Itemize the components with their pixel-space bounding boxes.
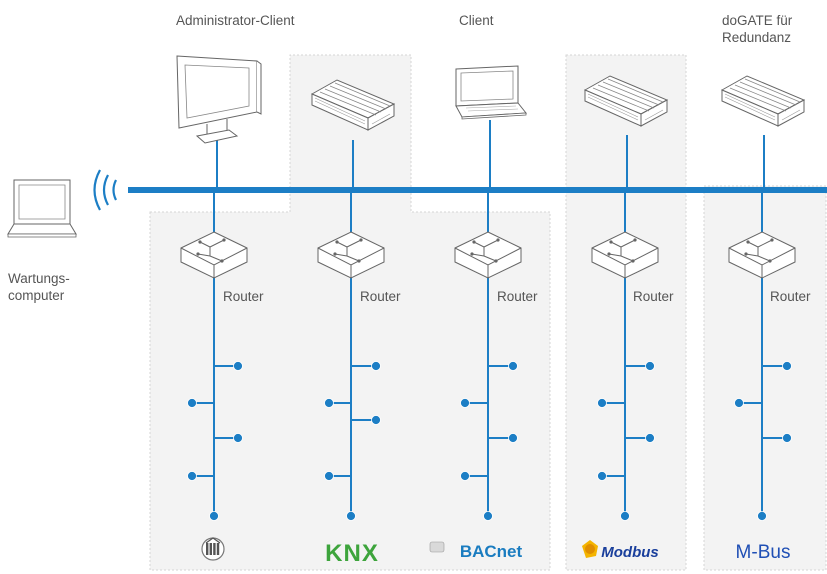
laptop-icon (455, 65, 527, 120)
router-label: Router (223, 289, 264, 304)
router-label: Router (497, 289, 538, 304)
bacnet-logo: BACnet (429, 541, 523, 561)
knx-logo-text: KNX (325, 540, 379, 567)
mbus-logo-text: M-Bus (736, 542, 791, 563)
admin-client-label: Administrator-Client (176, 13, 295, 28)
knx-logo: KNX (325, 540, 379, 567)
bacnet-logo-text: BACnet (460, 542, 523, 561)
uplinks (216, 120, 765, 190)
dogate-redundancy-label: doGATE für Redundanz (722, 13, 793, 45)
protocol-logo-1 (201, 537, 225, 561)
wifi-signal-icon (93, 169, 117, 211)
bus-nodes (187, 361, 792, 521)
router-label: Router (633, 289, 674, 304)
router-label: Router (360, 289, 401, 304)
mbus-logo: M-Bus (736, 542, 791, 563)
maintenance-computer-label: Wartungs- computer (8, 271, 70, 303)
server-icon (721, 75, 805, 127)
network-backbone (128, 187, 827, 193)
router-label: Router (770, 289, 811, 304)
laptop-icon (7, 179, 77, 238)
modbus-logo: Modbus (582, 540, 659, 561)
modbus-logo-text: Modbus (601, 544, 659, 561)
client-label: Client (459, 13, 494, 28)
monitor-icon (176, 55, 262, 144)
